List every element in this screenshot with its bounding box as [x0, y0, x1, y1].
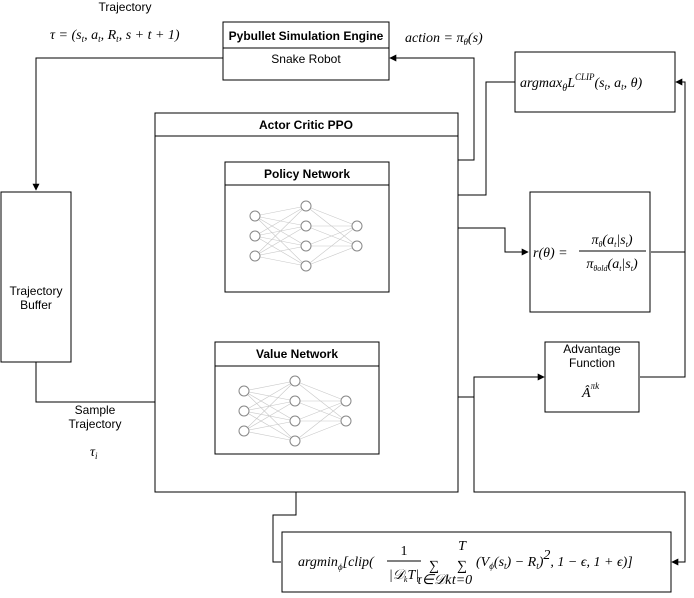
- sample-label-line2: Trajectory: [69, 417, 122, 431]
- network-node: [289, 415, 301, 427]
- buffer-label-line1: Trajectory: [10, 284, 63, 298]
- network-node: [289, 435, 301, 447]
- policy-network-box: Policy Network: [224, 161, 390, 293]
- ppo-title: Actor Critic PPO: [259, 118, 353, 132]
- sim-title: Pybullet Simulation Engine: [229, 29, 384, 43]
- network-link: [254, 245, 307, 257]
- advantage-label-line2: Function: [569, 356, 615, 370]
- network-node: [300, 240, 312, 252]
- network-link: [305, 225, 358, 267]
- network-node: [351, 240, 363, 252]
- sample-label-line1: Sample: [75, 403, 116, 417]
- ratio-lhs: r(θ) =: [533, 246, 568, 261]
- ratio-numerator: πθ(at|st): [591, 233, 632, 249]
- argmax-objective-box: argmaxθLCLIP(st, at, θ): [514, 51, 676, 113]
- trajectory-top-label: Trajectory: [99, 0, 152, 14]
- argmin-fraction-num: 1: [401, 544, 408, 559]
- network-link: [254, 255, 307, 267]
- network-link: [243, 380, 296, 412]
- network-node: [249, 230, 261, 242]
- network-link: [294, 420, 347, 442]
- advantage-function-box: Advantage Function Âπk: [544, 341, 640, 413]
- network-node: [249, 250, 261, 262]
- advantage-label-line1: Advantage: [563, 342, 621, 356]
- network-node: [300, 200, 312, 212]
- tau-definition: τ = (st, at, Rt, s + t + 1): [50, 28, 180, 44]
- probability-ratio-box: r(θ) = πθ(at|st) πθold(at|st): [529, 191, 651, 313]
- value-title: Value Network: [256, 347, 338, 361]
- network-node: [340, 395, 352, 407]
- network-node: [340, 415, 352, 427]
- network-node: [289, 375, 301, 387]
- ratio-denominator: πθold(at|st): [586, 257, 638, 273]
- argmin-sum-tau: ∑: [429, 559, 439, 574]
- network-link: [243, 380, 296, 432]
- network-link: [294, 400, 347, 442]
- network-link: [305, 225, 358, 247]
- network-link: [254, 225, 307, 257]
- network-node: [249, 210, 261, 222]
- trajectory-buffer-box: Trajectory Buffer: [0, 191, 72, 363]
- argmax-formula: argmaxθLCLIP(st, at, θ): [520, 72, 643, 94]
- argmin-objective-box: argminϕ[clip( 1 |𝒟kT| ∑ τ∈𝒟k T ∑ t=0 (Vϕ…: [281, 531, 672, 593]
- network-link: [243, 420, 296, 432]
- network-link: [254, 205, 307, 237]
- buffer-label-line2: Buffer: [20, 298, 52, 312]
- tau-i-label: τi: [90, 445, 98, 461]
- value-to-argmin-arrow: [473, 397, 686, 566]
- value-network-box: Value Network: [214, 341, 380, 455]
- network-node: [351, 220, 363, 232]
- argmin-sum-t-sub: t=0: [452, 573, 472, 588]
- network-node: [238, 405, 250, 417]
- action-definition: action = πθ(s): [405, 31, 483, 47]
- network-node: [289, 395, 301, 407]
- network-link: [243, 430, 296, 442]
- argmin-formula-tail: (Vϕ(st) − Rt)2, 1 − ϵ, 1 + ϵ)]: [476, 548, 633, 571]
- network-node: [300, 220, 312, 232]
- network-link: [243, 380, 296, 392]
- advantage-to-argmax-link: [640, 252, 686, 378]
- network-link: [254, 205, 307, 257]
- network-link: [305, 205, 358, 227]
- argmin-sum-t-top: T: [458, 539, 467, 554]
- policy-title: Policy Network: [264, 167, 350, 181]
- value-network-graph: [238, 375, 352, 447]
- argmin-sum-t: ∑: [457, 559, 467, 574]
- network-node: [238, 385, 250, 397]
- network-link: [294, 380, 347, 402]
- network-link: [254, 205, 307, 217]
- sim-subtitle: Snake Robot: [271, 52, 341, 66]
- sim-to-buffer-arrow: [32, 57, 223, 191]
- policy-network-graph: [249, 200, 363, 272]
- argmin-sum-tau-sub: τ∈𝒟k: [417, 573, 452, 588]
- simulation-engine-box: Pybullet Simulation Engine Snake Robot: [222, 21, 390, 81]
- ratio-to-argmax-arrow: [651, 78, 686, 253]
- network-link: [305, 245, 358, 267]
- advantage-symbol: Âπk: [581, 381, 600, 401]
- argmin-to-value-arrow: [272, 454, 300, 563]
- network-link: [294, 400, 347, 422]
- network-node: [238, 425, 250, 437]
- network-link: [243, 400, 296, 432]
- network-node: [300, 260, 312, 272]
- argmin-fraction-den: |𝒟kT|: [389, 568, 419, 584]
- argmin-formula-head: argminϕ[clip(: [298, 555, 375, 572]
